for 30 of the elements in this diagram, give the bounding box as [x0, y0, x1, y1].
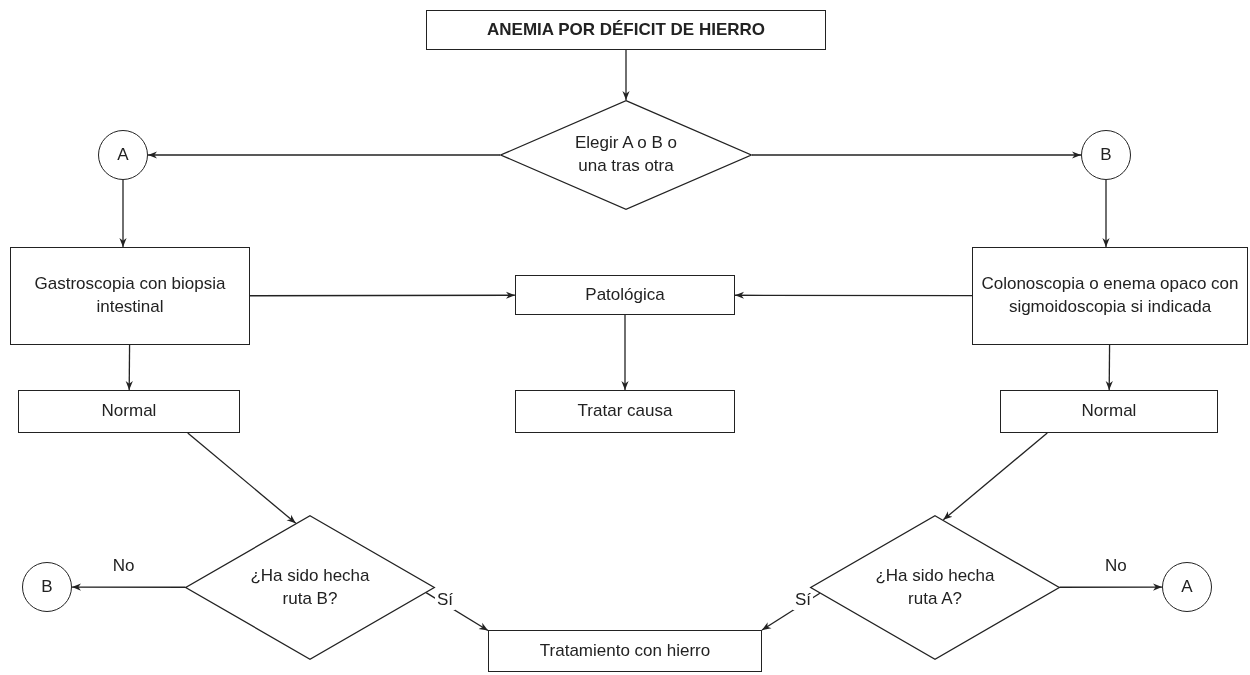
process-box: Tratamiento con hierro [488, 630, 762, 672]
arrow [751, 151, 1082, 159]
arrow [1058, 583, 1163, 591]
process-box: Patológica [515, 275, 735, 315]
connector-circle: B [1081, 130, 1131, 180]
decision-diamond: Elegir A o B o una tras otra [500, 100, 752, 210]
arrow [147, 151, 501, 159]
arrow [1105, 344, 1113, 391]
process-box: Normal [1000, 390, 1218, 433]
arrow [621, 314, 629, 391]
process-box: Normal [18, 390, 240, 433]
process-box: Tratar causa [515, 390, 735, 433]
arrow [622, 49, 630, 101]
arrow [734, 291, 973, 299]
process-box: Gastroscopia con biopsia intestinal [10, 247, 250, 345]
arrow [425, 592, 489, 632]
decision-diamond: ¿Ha sido hecha ruta B? [185, 515, 435, 660]
arrow [942, 432, 1048, 521]
title-box: ANEMIA POR DÉFICIT DE HIERRO [426, 10, 826, 50]
connector-circle: A [98, 130, 148, 180]
arrow [71, 583, 187, 591]
arrow [1102, 179, 1110, 248]
decision-diamond: ¿Ha sido hecha ruta A? [810, 515, 1060, 660]
connector-circle: B [22, 562, 72, 612]
process-box: Colonoscopia o enema opaco con sigmoidoscopia si indicada [972, 247, 1248, 345]
arrow [125, 344, 133, 391]
arrow [187, 432, 297, 524]
arrow [249, 291, 516, 299]
connector-circle: A [1162, 562, 1212, 612]
arrow [119, 179, 127, 248]
